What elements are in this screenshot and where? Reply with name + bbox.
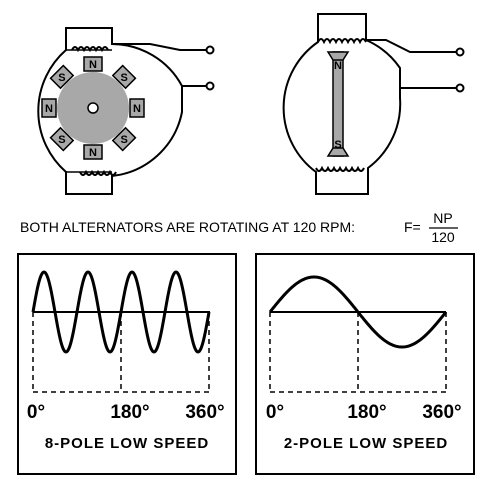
alternator-8pole: N S N S N S N S	[37, 27, 215, 195]
rotor-2pole-pole-bottom	[326, 147, 350, 157]
sine-wave-2pole	[268, 275, 448, 349]
waveform-panel-2pole: 0° 180° 360° 2-POLE LOW SPEED	[255, 253, 475, 475]
output-lead-top-8pole	[112, 43, 206, 51]
rotor-pole-shoe	[41, 98, 57, 118]
terminal-bottom-2pole	[455, 83, 465, 93]
stator-coil-bottom-8pole	[79, 169, 117, 176]
rotor-pole-shoe	[49, 126, 75, 152]
tick-label-360-2pole: 360°	[422, 402, 461, 423]
rotor-pole-label: S	[120, 72, 127, 84]
rotor-pole-shoe	[83, 56, 103, 72]
output-lead-top-2pole	[366, 39, 456, 53]
formula-numerator: NP	[433, 210, 452, 226]
formula-lhs: F=	[404, 219, 421, 235]
tick-label-360-8pole: 360°	[185, 402, 224, 423]
stator-coil-top-8pole	[71, 46, 109, 53]
rotor-pole-label: N	[89, 59, 97, 71]
terminal-top-8pole	[205, 45, 215, 55]
stator-frame-2pole	[282, 13, 402, 195]
caption-text: BOTH ALTERNATORS ARE ROTATING AT 120 RPM…	[20, 219, 355, 235]
tick-label-0-2pole: 0°	[266, 402, 284, 423]
rotor-pole-label: S	[58, 72, 65, 84]
panel-frame-8pole	[17, 253, 237, 475]
caption: BOTH ALTERNATORS ARE ROTATING AT 120 RPM…	[20, 210, 458, 245]
rotor-pole-label: S	[120, 134, 127, 146]
rotor-shaft-hole	[87, 102, 99, 114]
alternator-2pole: N S	[282, 13, 465, 195]
tick-label-0-8pole: 0°	[27, 402, 45, 423]
sine-wave-8pole	[31, 270, 211, 354]
rotor-2pole-pole-top	[326, 51, 350, 61]
rotor-pole-shoe	[129, 98, 145, 118]
panel-title-2pole: 2-POLE LOW SPEED	[284, 435, 448, 452]
rotor-pole-label: N	[133, 103, 141, 115]
rotor-pole-shoe	[83, 144, 103, 160]
waveform-panel-8pole: 0° 180° 360° 8-POLE LOW SPEED	[17, 253, 237, 475]
stator-coil-top-2pole	[317, 38, 367, 45]
rotor-pole-shoe	[111, 64, 137, 90]
rotor-pole-label: N	[45, 103, 53, 115]
rotor-pole-shoe	[111, 126, 137, 152]
terminal-bottom-8pole	[205, 81, 215, 91]
rotor-pole-label: S	[58, 134, 65, 146]
tick-label-180-2pole: 180°	[347, 402, 386, 423]
rotor-2pole-label-s: S	[334, 139, 341, 151]
panel-frame-2pole	[255, 253, 475, 475]
rotor-2pole-label-n: N	[334, 60, 342, 72]
formula-denominator: 120	[431, 229, 455, 245]
rotor-pole-label: N	[89, 147, 97, 159]
terminal-top-2pole	[455, 47, 465, 57]
stator-frame-8pole	[37, 27, 183, 195]
rotor-pole-shoe	[49, 64, 75, 90]
rotor-8pole: N S N S N S N S	[41, 56, 145, 160]
tick-label-180-8pole: 180°	[110, 402, 149, 423]
panel-title-8pole: 8-POLE LOW SPEED	[45, 435, 209, 452]
stator-coil-bottom-2pole	[315, 165, 365, 172]
